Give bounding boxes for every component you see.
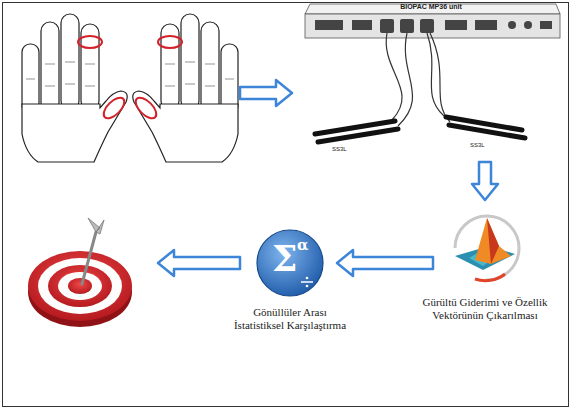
software-logo: Gürültü Giderimi ve Özellik Vektörünün Ç… [405, 208, 565, 322]
node-caption: Gönüllüler Arası İstatistiksel Karşılaşt… [215, 306, 365, 332]
node-caption: Gürültü Giderimi ve Özellik Vektörünün Ç… [405, 296, 565, 322]
icon-shape: Σα [255, 228, 325, 298]
flow-arrow [472, 162, 498, 200]
sensor-label: SS3L [332, 145, 347, 153]
device-label: BIOPAC MP36 unit [300, 2, 562, 12]
icon-symbol: α [297, 236, 309, 254]
flow-arrow [337, 250, 433, 276]
device-box: BIOPAC MP36 unit [300, 2, 562, 154]
icon-symbol: Σ [272, 238, 297, 278]
icon-graphic [445, 208, 525, 288]
statistics-circle: ΣαGönüllüler Arası İstatistiksel Karşıla… [215, 228, 365, 332]
icon-shape [445, 208, 525, 288]
sensor-label: SS3L [470, 141, 485, 149]
